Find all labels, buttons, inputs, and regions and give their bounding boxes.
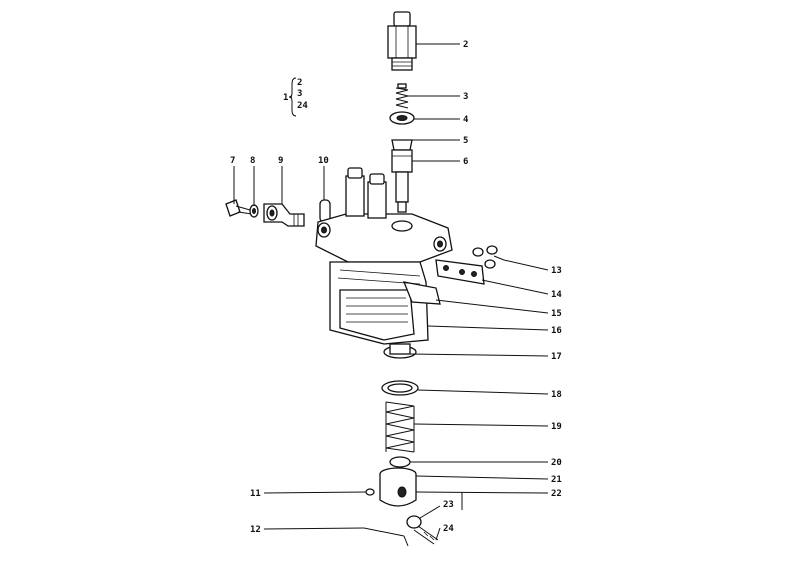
callout-13: 13 bbox=[551, 266, 562, 276]
callout-18: 18 bbox=[551, 390, 562, 400]
callout-15: 15 bbox=[551, 309, 562, 319]
callout-17: 17 bbox=[551, 352, 562, 362]
part-21-22-tappet bbox=[379, 467, 417, 507]
brace-shape bbox=[288, 77, 297, 117]
group-note-item: 24 bbox=[297, 101, 308, 111]
callout-14: 14 bbox=[551, 290, 562, 300]
part-14-bracket-plate bbox=[435, 259, 485, 285]
part-4-seal-ring bbox=[389, 111, 415, 125]
callout-19: 19 bbox=[551, 422, 562, 432]
part-23-24-bolt bbox=[406, 515, 439, 545]
callout-3: 3 bbox=[463, 92, 468, 102]
callout-24: 24 bbox=[443, 524, 454, 534]
callout-6: 6 bbox=[463, 157, 468, 167]
callout-5: 5 bbox=[463, 136, 468, 146]
callout-9: 9 bbox=[278, 156, 283, 166]
callout-10: 10 bbox=[318, 156, 329, 166]
callout-11: 11 bbox=[250, 489, 261, 499]
callout-2: 2 bbox=[463, 40, 468, 50]
group-note: 1 2 3 24 bbox=[283, 77, 308, 117]
callout-22: 22 bbox=[551, 489, 562, 499]
part-5-valve-head bbox=[391, 139, 413, 151]
group-note-item: 3 bbox=[297, 89, 302, 99]
part-8-washer bbox=[249, 204, 259, 218]
part-2-union-fitting bbox=[387, 11, 417, 71]
part-20-lower-seat bbox=[389, 456, 411, 468]
group-note-item: 2 bbox=[297, 78, 302, 88]
part-6-delivery-valve bbox=[391, 149, 413, 213]
part-7-bolt bbox=[225, 199, 253, 217]
callout-20: 20 bbox=[551, 458, 562, 468]
part-13-screws bbox=[472, 245, 505, 269]
leader-lines bbox=[233, 43, 549, 541]
callout-4: 4 bbox=[463, 115, 469, 125]
part-19-plunger-spring bbox=[385, 401, 415, 453]
callout-8: 8 bbox=[250, 156, 255, 166]
callout-labels: 2 3 4 5 6 7 8 9 10 11 12 13 14 15 16 17 … bbox=[230, 40, 562, 535]
part-17-spring-seat bbox=[383, 343, 417, 359]
part-12-cotter bbox=[363, 527, 409, 547]
part-3-spring bbox=[395, 83, 409, 109]
callout-23: 23 bbox=[443, 500, 454, 510]
pump-body bbox=[315, 167, 453, 345]
callout-21: 21 bbox=[551, 475, 562, 485]
group-note-main: 1 bbox=[283, 93, 288, 103]
callout-12: 12 bbox=[250, 525, 261, 535]
part-9-banjo-fitting bbox=[263, 203, 305, 227]
callout-7: 7 bbox=[230, 156, 235, 166]
part-11-pin bbox=[365, 488, 375, 496]
part-18-spring-plate bbox=[381, 380, 419, 396]
callout-16: 16 bbox=[551, 326, 562, 336]
